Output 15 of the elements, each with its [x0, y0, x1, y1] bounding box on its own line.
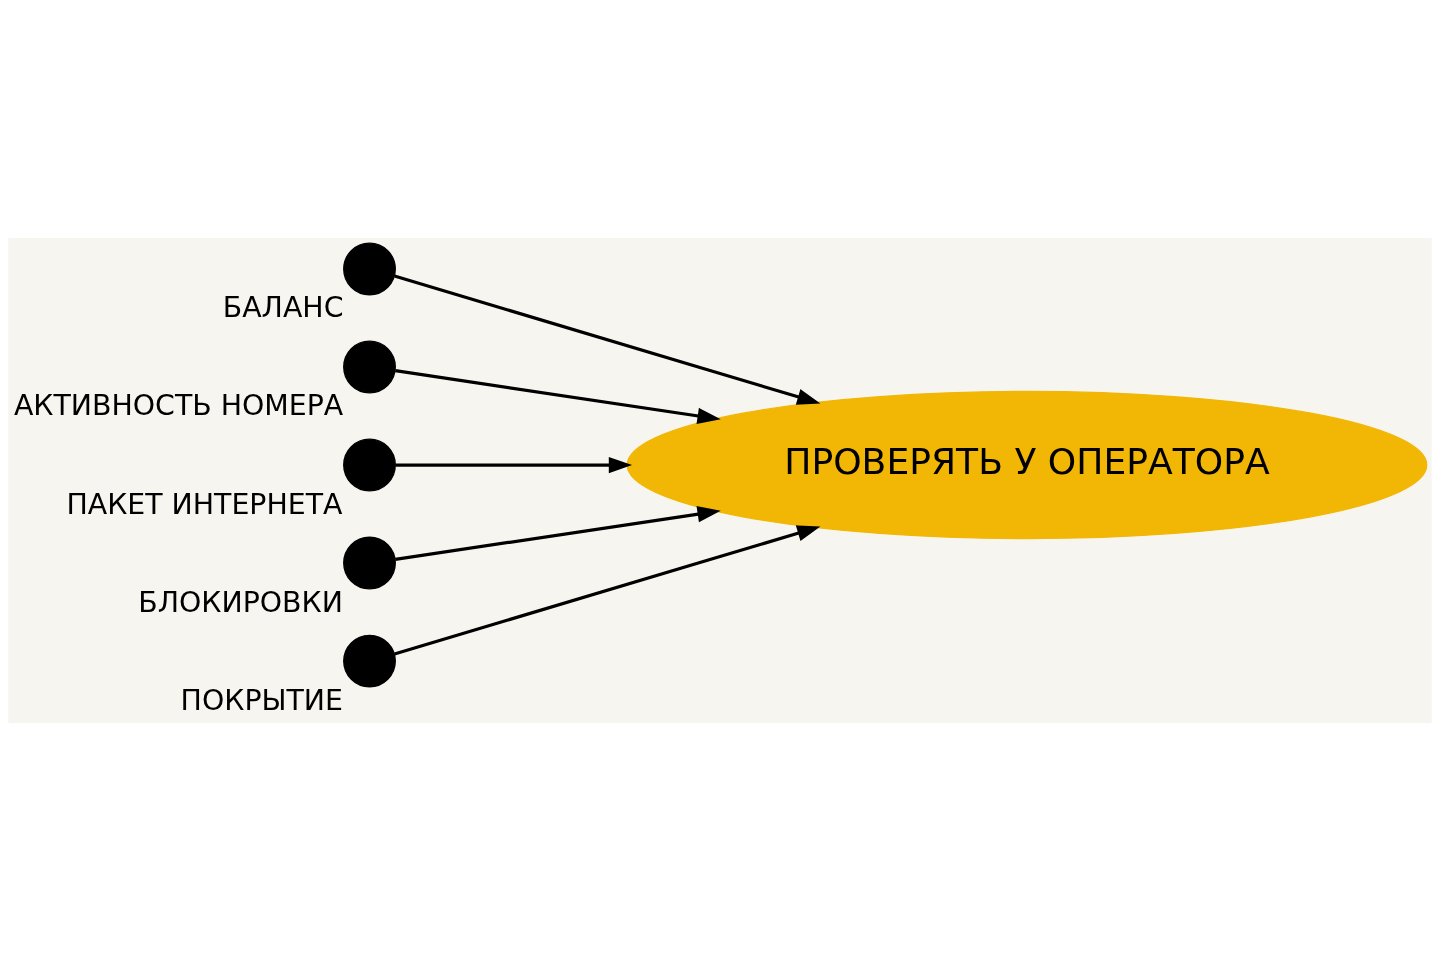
- arrow: [394, 524, 821, 656]
- node-circle: [343, 634, 396, 688]
- arrow: [394, 274, 821, 405]
- node-circle: [343, 340, 396, 393]
- node-label: БЛОКИРОВКИ: [138, 585, 343, 619]
- node-label: АКТИВНОСТЬ НОМЕРА: [13, 388, 344, 422]
- node-label: ПАКЕТ ИНТЕРНЕТА: [66, 487, 343, 521]
- arrow: [395, 505, 721, 561]
- node-circle: [343, 438, 396, 491]
- node-circle: [343, 242, 396, 295]
- node-label: БАЛАНС: [222, 290, 344, 324]
- arrow: [395, 368, 721, 424]
- node-label: ПОКРЫТИЕ: [180, 683, 343, 717]
- arrow: [395, 456, 633, 473]
- node-circle: [343, 536, 396, 589]
